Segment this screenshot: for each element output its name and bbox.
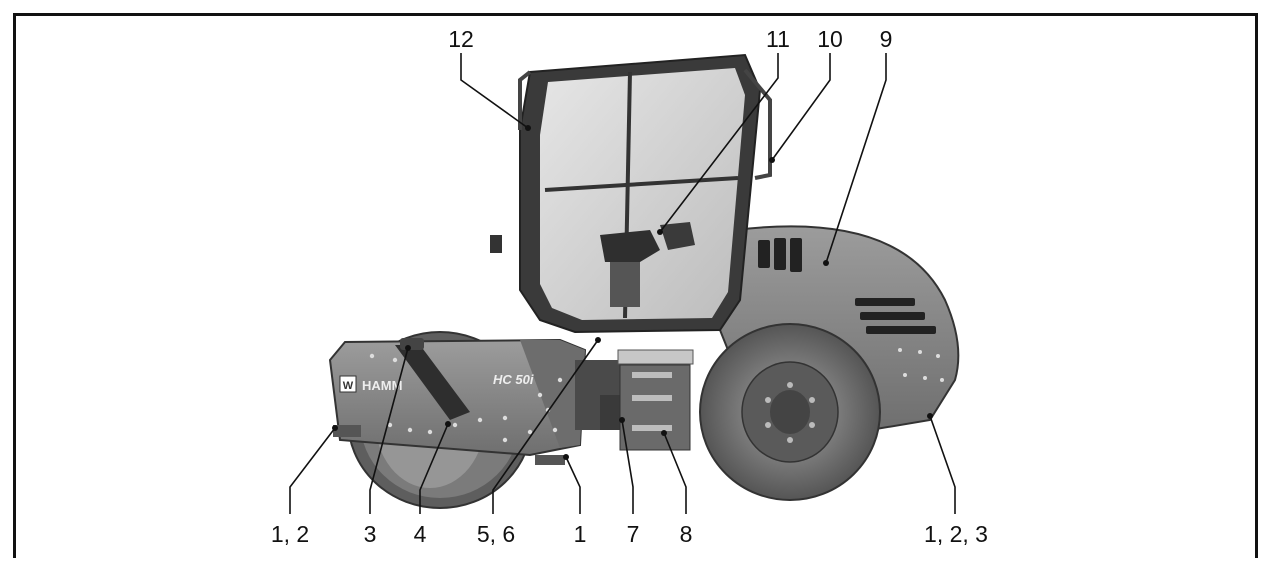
leader-line-1-middle xyxy=(565,456,581,514)
leader-line-8 xyxy=(663,432,687,514)
leader-dots xyxy=(332,125,933,460)
leader-line-10 xyxy=(771,53,831,161)
operator-cab xyxy=(490,53,772,334)
callout-12: 12 xyxy=(448,26,474,52)
callout-1-2-front: 1, 2 xyxy=(270,521,310,547)
leader-line-1-2-front xyxy=(289,427,336,514)
callout-10: 10 xyxy=(817,26,843,52)
callout-4: 4 xyxy=(413,521,427,547)
callout-1-middle: 1 xyxy=(573,521,587,547)
callout-3: 3 xyxy=(363,521,377,547)
leader-lines xyxy=(289,53,956,514)
callout-11: 11 xyxy=(766,26,790,52)
callout-9: 9 xyxy=(879,26,893,52)
callout-5-6: 5, 6 xyxy=(476,521,516,547)
callout-8: 8 xyxy=(679,521,693,547)
leader-line-11 xyxy=(659,53,779,233)
leader-line-3 xyxy=(369,347,409,514)
callout-1-2-3-rear: 1, 2, 3 xyxy=(924,521,988,547)
rear-wheel xyxy=(699,323,881,501)
leader-line-1-2-3-rear xyxy=(929,415,956,514)
brand-text: HAMM xyxy=(362,378,402,393)
callout-7: 7 xyxy=(626,521,640,547)
leader-line-4 xyxy=(419,423,449,514)
logo-letter: W xyxy=(343,380,354,392)
leader-line-5-6 xyxy=(492,339,599,514)
leader-line-9 xyxy=(825,53,887,264)
leader-line-7 xyxy=(621,419,634,514)
model-text: HC 50i xyxy=(493,372,534,387)
leader-line-12 xyxy=(460,53,529,129)
center-joint xyxy=(575,349,694,451)
